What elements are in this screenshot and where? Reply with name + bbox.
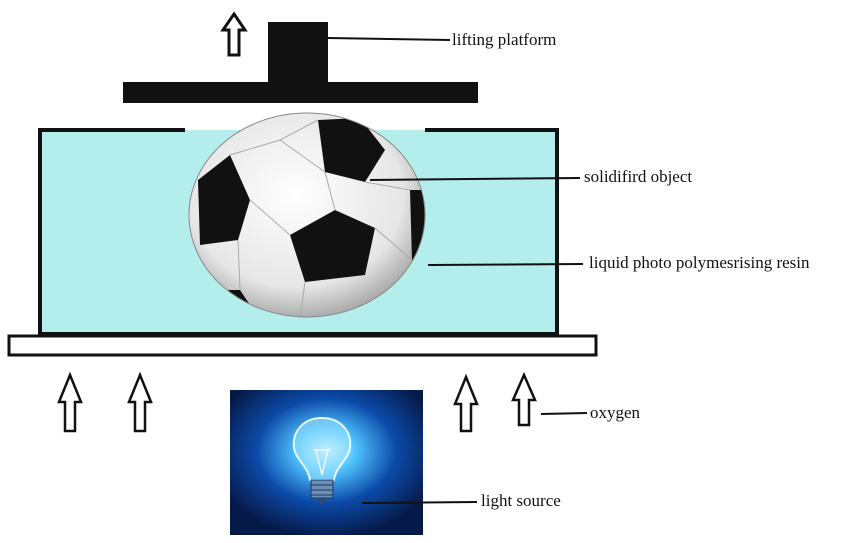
oxygen-arrow-icon xyxy=(511,371,537,427)
lift-arrow-icon xyxy=(220,11,248,57)
leader-light-source xyxy=(361,501,478,504)
label-resin: liquid photo polymesrising resin xyxy=(589,253,810,272)
leader-resin xyxy=(427,263,584,266)
oxygen-arrow-icon xyxy=(57,371,83,433)
label-light-source: light source xyxy=(481,491,561,510)
label-solidified-object: solidifird object xyxy=(584,167,693,186)
oxygen-arrow-icon xyxy=(453,373,479,433)
leader-lifting-platform xyxy=(327,37,451,41)
oxygen-arrow-icon xyxy=(127,371,153,433)
leader-oxygen xyxy=(540,412,588,415)
platform-plate xyxy=(123,82,478,103)
soccer-ball-object xyxy=(188,112,426,318)
base-plate xyxy=(7,334,598,357)
tank-outline xyxy=(38,128,559,336)
oxygen-arrows xyxy=(57,371,537,433)
label-oxygen: oxygen xyxy=(590,403,641,422)
platform-stem xyxy=(268,22,328,86)
light-bulb-image xyxy=(230,390,423,535)
label-lifting-platform: lifting platform xyxy=(452,30,557,49)
leader-solidified-object xyxy=(369,177,581,181)
